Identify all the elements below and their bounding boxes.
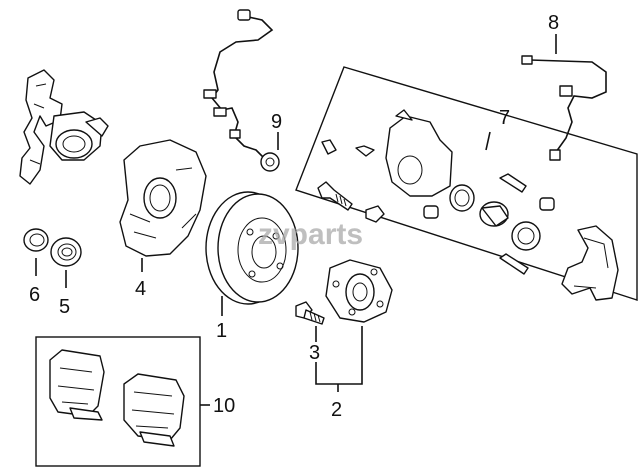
abs-sensor-icon [203, 9, 280, 172]
splash-shield-icon [119, 139, 207, 257]
snap-ring-icon [23, 228, 49, 252]
watermark: zvparts [258, 218, 363, 251]
callout-8: 8 [548, 12, 559, 34]
wheel-hub-icon [325, 259, 393, 323]
steering-knuckle-icon [19, 69, 109, 185]
callout-3: 3 [309, 342, 320, 364]
callout-2: 2 [331, 399, 342, 421]
caliper-assembly-icon [295, 66, 638, 301]
brake-disc-icon [205, 191, 299, 305]
hub-bolt-icon [295, 301, 325, 325]
callout-7: 7 [499, 107, 510, 129]
brake-hose-icon [521, 55, 607, 161]
callout-9: 9 [271, 111, 282, 133]
callout-10: 10 [213, 395, 235, 417]
callout-4: 4 [135, 278, 146, 300]
callout-5: 5 [59, 296, 70, 318]
wheel-bearing-icon [50, 237, 82, 267]
brake-pads-icon [35, 336, 201, 467]
callout-6: 6 [29, 284, 40, 306]
leader-lines [35, 34, 557, 406]
callout-1: 1 [216, 320, 227, 342]
